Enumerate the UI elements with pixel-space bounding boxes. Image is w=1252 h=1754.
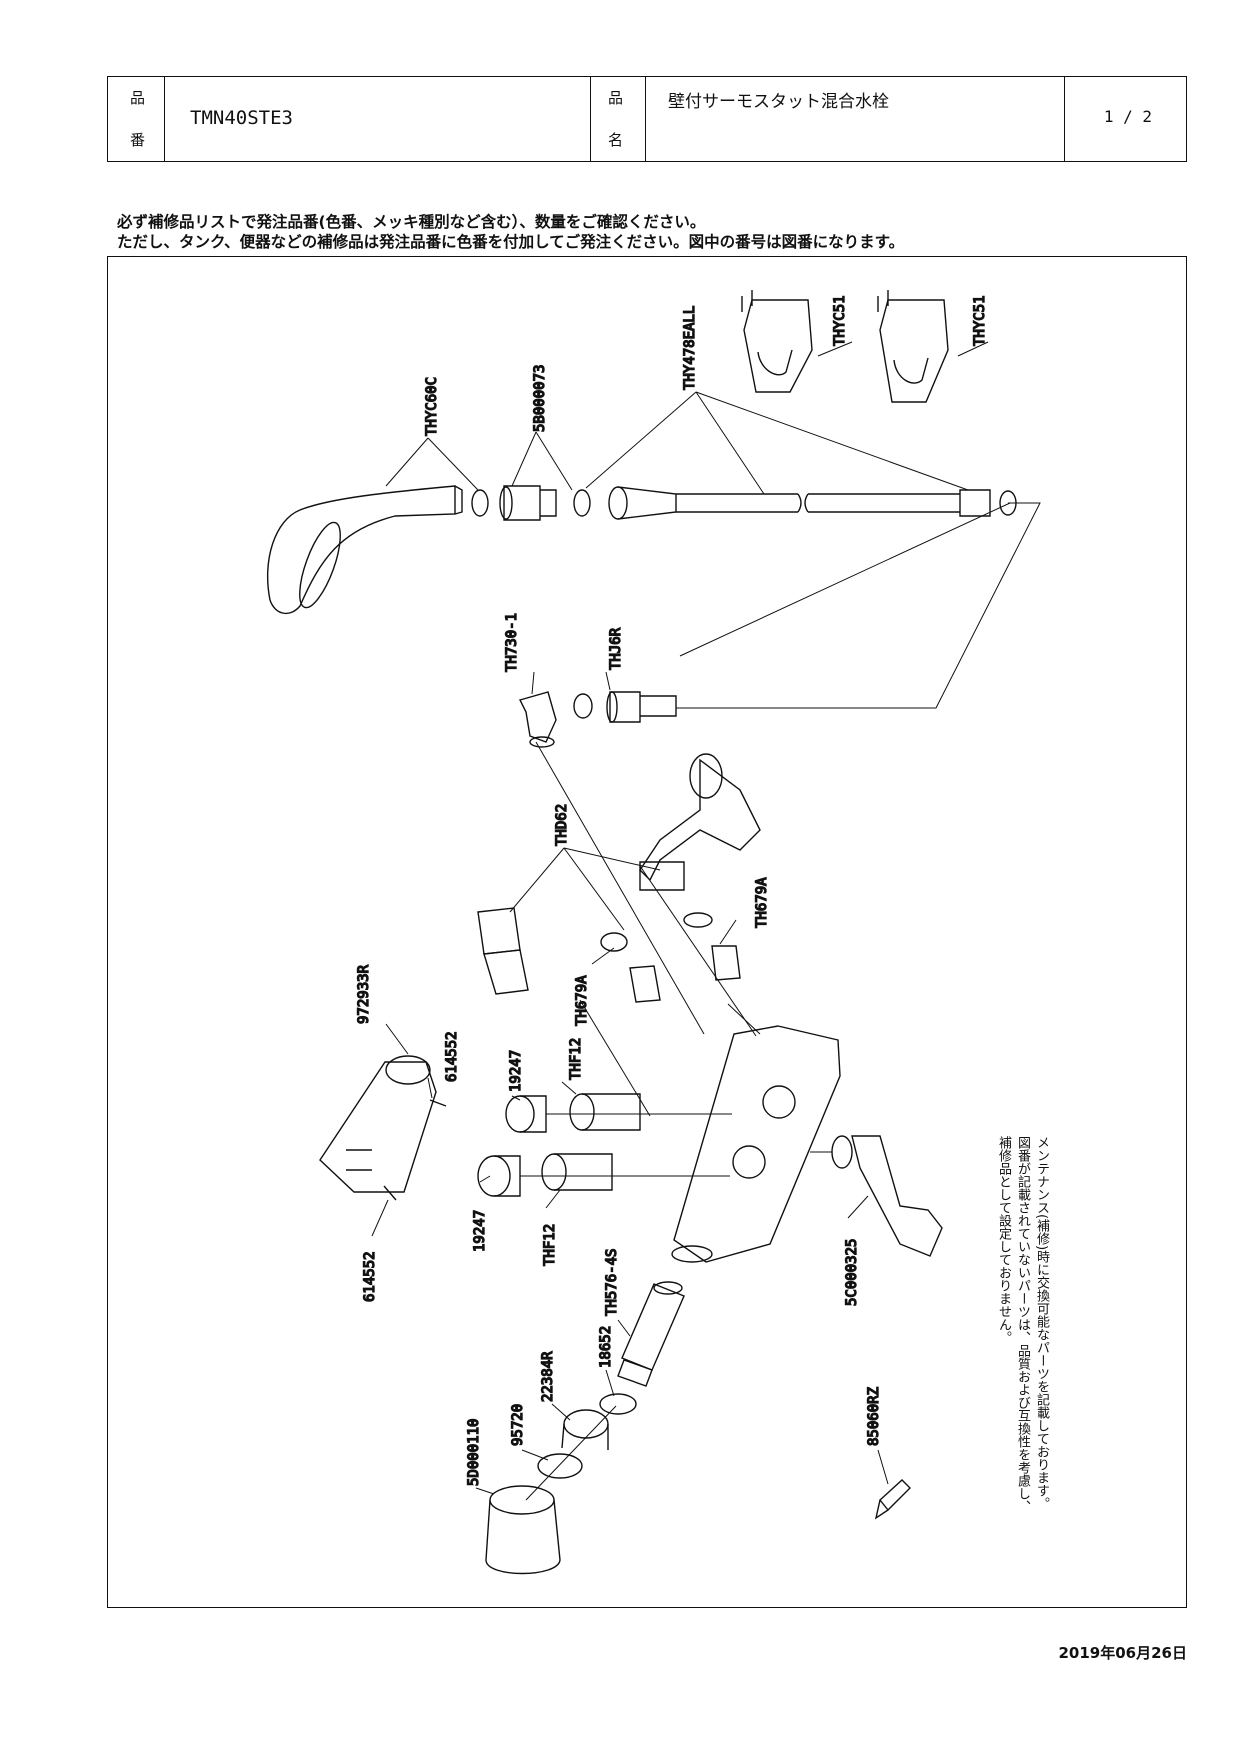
washer-icon [683,912,713,928]
union-nut-icon [477,907,529,995]
part-label-th730-1: TH730-1 [504,613,520,672]
part-label-5d000110: 5D000110 [466,1419,482,1486]
outlet-elbow-icon [831,1135,943,1257]
part-label-thf12-a: THF12 [568,1038,584,1080]
washer-icon [573,693,593,719]
washer-icon [600,932,628,952]
part-label-thyc60c: THYC60C [424,377,440,436]
ring-icon [537,1453,583,1479]
note-line-2: ただし、タンク、便器などの補修品は発注品番に色番を付加してご発注ください。図中の… [117,233,905,251]
part-label-85060rz: 85060RZ [866,1387,882,1446]
check-valve-icon [711,945,741,981]
part-label-thj6r: THJ6R [608,627,624,670]
o-ring-icon [471,489,489,517]
ring-icon [599,1393,637,1415]
o-ring-icon [573,489,591,517]
side-note-line-3: 補修品として設定しておりません。 [996,1136,1011,1344]
part-label-thyc51-a: THYC51 [832,295,848,346]
cartridge-icon [541,1153,613,1191]
side-note-line-1: メンテナンス(補修)時に交換可能なパーツを記載しております。 [1034,1136,1049,1511]
cap-icon [505,1095,547,1133]
hinban-key-2: 番 [130,131,146,149]
document-date: 2019年06月26日 [1058,1644,1188,1662]
part-label-19247-a: 19247 [508,1050,524,1092]
part-label-th576-4s: TH576-4S [604,1249,620,1316]
side-note: メンテナンス(補修)時に交換可能なパーツを記載しております。 図番が記載されてい… [994,1136,1051,1566]
divider [645,77,646,161]
part-label-18652: 18652 [598,1326,614,1368]
part-label-thd62: THD62 [554,804,570,846]
part-label-22384r: 22384R [540,1351,556,1402]
shower-head-icon [266,485,463,615]
note-line-1: 必ず補修品リストで発注品番(色番、メッキ種別など含む）、数量をご確認ください。 [117,213,706,231]
part-label-19247-b: 19247 [472,1210,488,1252]
divider [1064,77,1065,161]
part-label-th679a-a: TH679A [754,877,770,928]
adapter-nut-icon [499,485,557,521]
spout-arm-icon [639,753,761,891]
leader-lines [371,341,1041,1501]
hose-icon [608,486,1017,520]
part-label-5b000073: 5B000073 [532,365,548,432]
hose-holder-icon [741,290,813,393]
diagram-frame [107,256,1187,1608]
part-label-thf12-b: THF12 [542,1224,558,1266]
cover-icon [485,1485,561,1575]
cartridge-icon [569,1093,641,1131]
side-note-line-2: 図番が記載されていないパーツは、品質および互換性を考慮し、 [1015,1136,1030,1513]
hinmei-key-2: 名 [608,131,624,149]
part-label-th679a-b: TH679A [574,975,590,1026]
page-number: 1 / 2 [1103,107,1152,126]
part-label-thyc51-b: THYC51 [972,295,988,346]
part-label-95720: 95720 [510,1404,526,1446]
cap-icon [477,1155,521,1197]
key-icon [874,1479,911,1520]
ring-nut-icon [561,1409,609,1450]
product-number: TMN40STE3 [190,107,293,129]
screw-icon [383,1185,397,1201]
union-connector-icon [606,691,677,723]
part-label-5c000325: 5C000325 [844,1239,860,1306]
divider [590,77,591,161]
part-label-614552-b: 614552 [362,1251,378,1302]
product-name: 壁付サーモスタット混合水栓 [668,92,889,112]
part-label-972933r: 972933R [356,964,372,1024]
screw-icon [429,1099,447,1107]
valve-body-icon [671,1025,841,1263]
thermo-cartridge-icon [617,1281,685,1387]
control-handle-icon [319,1055,437,1193]
hinmei-key-1: 品 [608,89,624,107]
elbow-joint-icon [518,691,557,748]
hinban-key-1: 品 [130,89,146,107]
title-block: 品 番 TMN40STE3 品 名 壁付サーモスタット混合水栓 1 / 2 [107,76,1187,162]
hose-holder-icon [877,290,949,403]
part-label-thy478eall: THY478EALL [682,306,698,390]
part-label-614552-a: 614552 [444,1031,460,1082]
divider [164,77,165,161]
check-valve-icon [629,965,661,1003]
